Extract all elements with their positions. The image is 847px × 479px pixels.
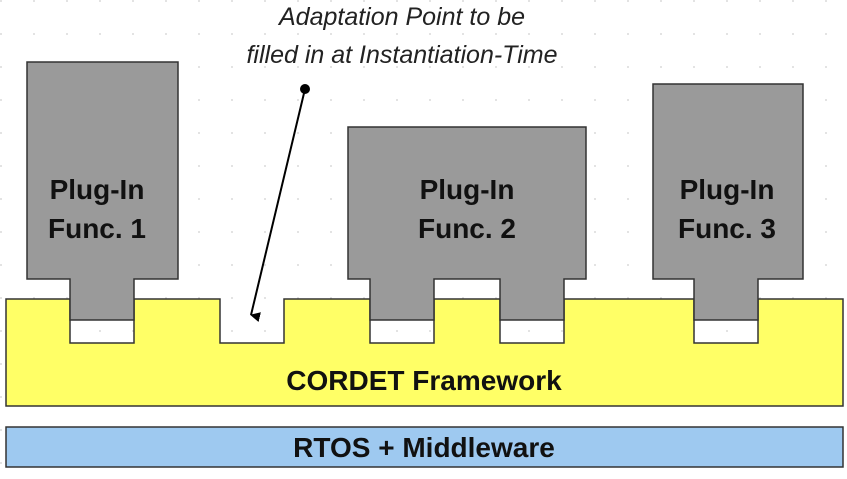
- plugin-3-subtitle: Func. 3: [678, 213, 776, 244]
- plugin-2-subtitle: Func. 2: [418, 213, 516, 244]
- plugin-3-shape: [652, 83, 804, 321]
- plugin-1-subtitle: Func. 1: [48, 213, 146, 244]
- plugin-3: Plug-In Func. 3: [652, 83, 804, 321]
- plugin-2: Plug-In Func. 2: [347, 126, 587, 321]
- middleware-layer: [5, 426, 844, 468]
- plugin-2-title: Plug-In: [420, 174, 515, 205]
- annotation-arrow: [250, 88, 306, 322]
- plugin-1-shape: [26, 61, 179, 321]
- annotation-line-1: Adaptation Point to be: [277, 3, 525, 31]
- plugin-1: Plug-In Func. 1: [26, 61, 179, 321]
- plugin-1-title: Plug-In: [50, 174, 145, 205]
- plugin-3-title: Plug-In: [680, 174, 775, 205]
- framework-label: CORDET Framework: [286, 365, 562, 396]
- middleware-label: RTOS + Middleware: [293, 432, 555, 463]
- plugin-2-shape: [347, 126, 587, 321]
- annotation-line-2: filled in at Instantiation-Time: [246, 41, 557, 69]
